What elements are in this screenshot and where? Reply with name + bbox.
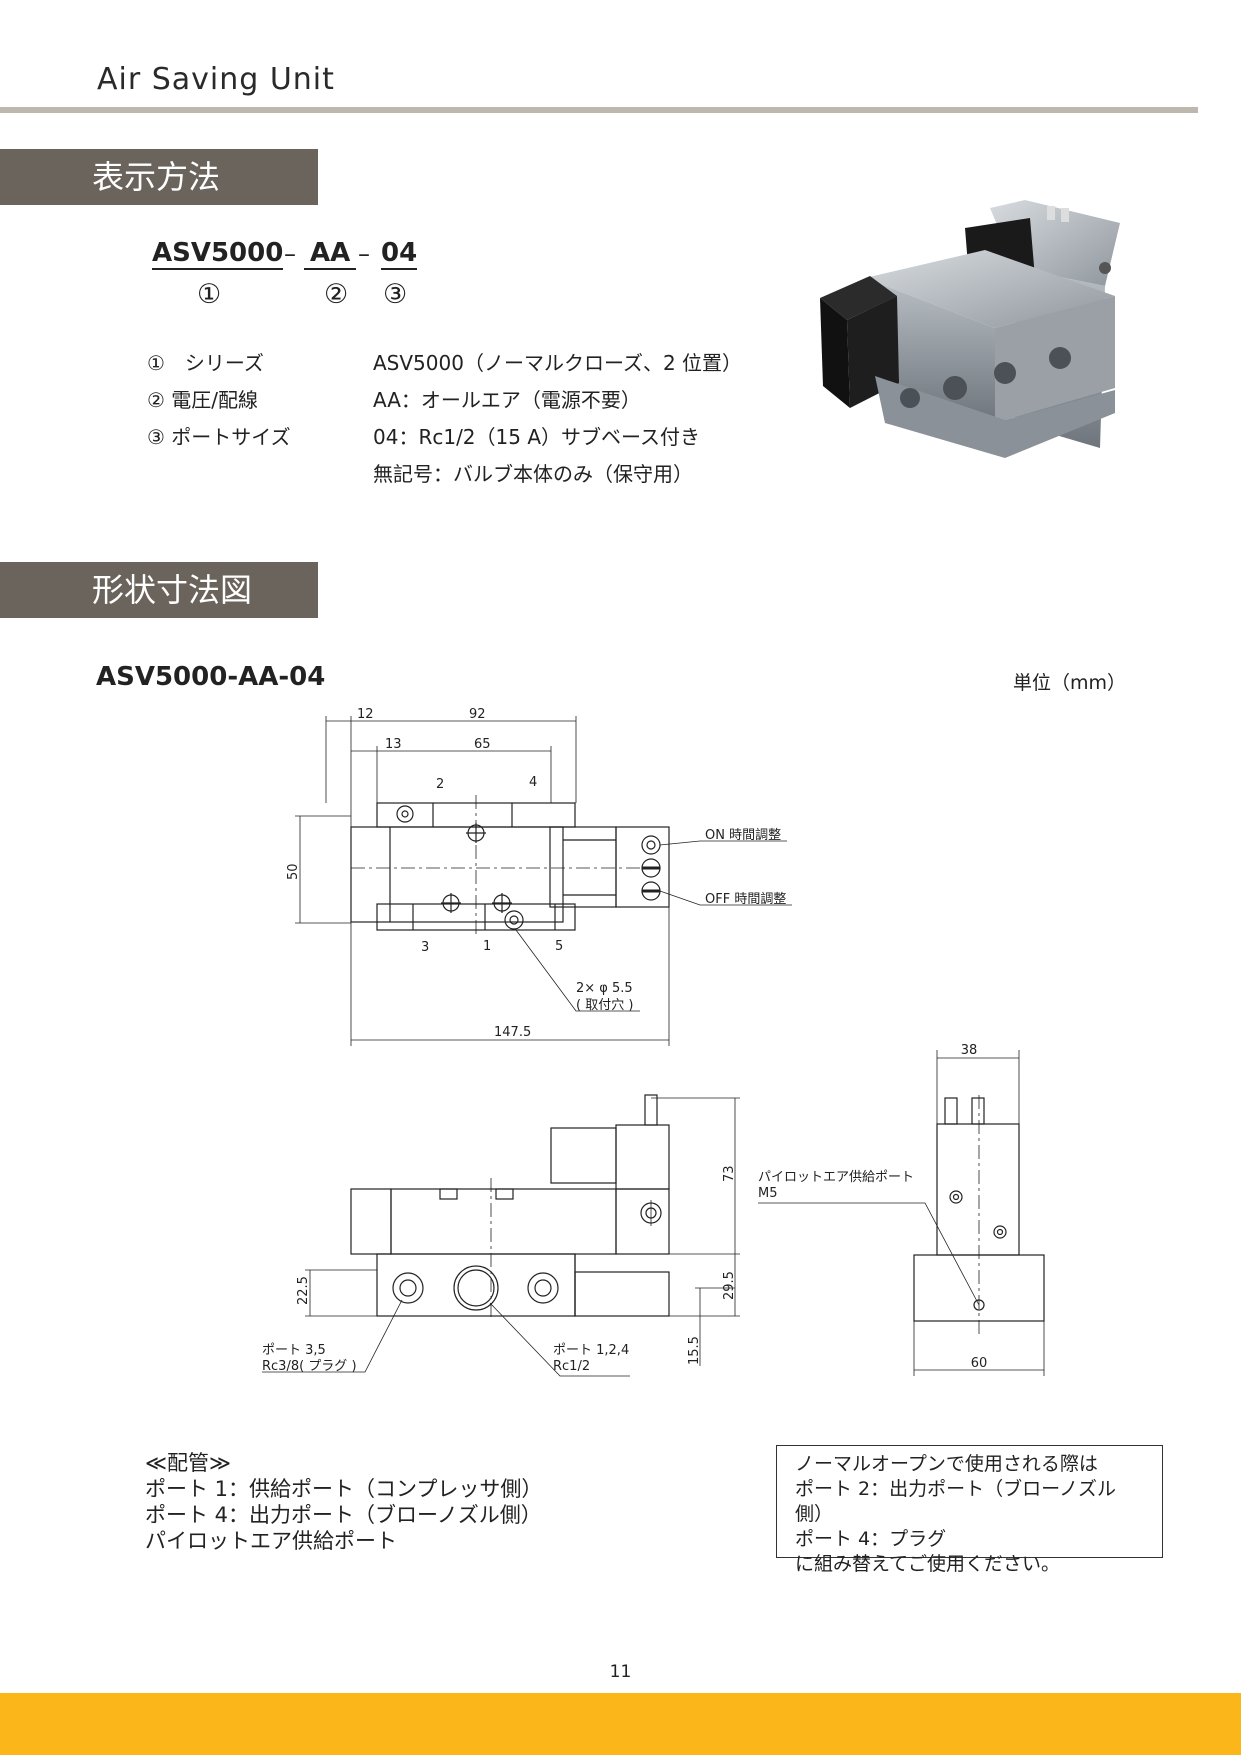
unit-label: 単位（mm） bbox=[1013, 672, 1127, 694]
code-series: ASV5000 bbox=[152, 238, 284, 270]
piping-line: パイロットエア供給ポート bbox=[145, 1529, 397, 1553]
dim-73: 73 bbox=[722, 1165, 737, 1182]
code-dash-2: – bbox=[358, 240, 370, 268]
callout-port-35: ポート 3,5 bbox=[262, 1343, 326, 1358]
dim-12: 12 bbox=[357, 707, 374, 722]
callout-pilot-size: M5 bbox=[758, 1186, 778, 1201]
item-value-series: ASV5000（ノーマルクローズ、2 位置） bbox=[373, 351, 743, 375]
callout-port-124: ポート 1,2,4 bbox=[553, 1343, 629, 1358]
item-label-port: ③ ポートサイズ bbox=[147, 425, 291, 449]
dim-60: 60 bbox=[971, 1356, 988, 1371]
dim-15-5: 15.5 bbox=[687, 1336, 702, 1365]
item-label-series: ① シリーズ bbox=[147, 351, 264, 375]
top-view bbox=[295, 716, 792, 1046]
dim-29-5: 29.5 bbox=[722, 1271, 737, 1300]
footer-bar bbox=[0, 1693, 1241, 1755]
callout-holes: 2× φ 5.5 bbox=[576, 981, 633, 996]
item-label-voltage: ② 電圧/配線 bbox=[147, 388, 259, 412]
port-label-3: 3 bbox=[421, 940, 429, 955]
front-view bbox=[262, 1094, 740, 1377]
callout-on-time: ON 時間調整 bbox=[705, 828, 781, 843]
code-marker-2: ② bbox=[324, 279, 349, 310]
dim-22-5: 22.5 bbox=[296, 1276, 311, 1305]
callout-pilot: パイロットエア供給ポート bbox=[758, 1170, 914, 1185]
product-photo bbox=[820, 200, 1120, 458]
code-voltage: AA bbox=[304, 238, 357, 270]
side-view bbox=[758, 1050, 1045, 1376]
callout-port-35-size: Rc3/8( プラグ ) bbox=[262, 1359, 357, 1374]
piping-line: ポート 4：出力ポート（ブローノズル側） bbox=[145, 1503, 542, 1527]
dim-50: 50 bbox=[286, 863, 301, 880]
item-value-port-1: 04：Rc1/2（15 A）サブベース付き bbox=[373, 425, 701, 449]
note-line: ポート 4：プラグ bbox=[795, 1528, 947, 1550]
dim-13: 13 bbox=[385, 737, 402, 752]
item-value-port-2: 無記号：バルブ本体のみ（保守用） bbox=[373, 462, 693, 486]
port-label-2: 2 bbox=[436, 777, 444, 792]
dim-147-5: 147.5 bbox=[494, 1025, 531, 1040]
code-marker-1: ① bbox=[197, 279, 222, 310]
note-line: ポート 2：出力ポート（ブローノズル側） bbox=[795, 1478, 1116, 1525]
code-port: 04 bbox=[381, 238, 418, 270]
drawing-title: ASV5000-AA-04 bbox=[96, 662, 326, 692]
dim-65: 65 bbox=[474, 737, 491, 752]
callout-off-time: OFF 時間調整 bbox=[705, 892, 786, 907]
piping-notes: ≪配管≫ ポート 1：供給ポート（コンプレッサ側） ポート 4：出力ポート（ブロ… bbox=[145, 1450, 542, 1554]
item-value-voltage: AA：オールエア（電源不要） bbox=[373, 388, 641, 412]
piping-line: ポート 1：供給ポート（コンプレッサ側） bbox=[145, 1477, 543, 1501]
note-line: ノーマルオープンで使用される際は bbox=[795, 1453, 1098, 1475]
callout-holes-note: ( 取付穴 ) bbox=[576, 998, 633, 1013]
port-label-5: 5 bbox=[555, 939, 563, 954]
dim-92: 92 bbox=[469, 707, 486, 722]
code-dash-1: – bbox=[284, 240, 296, 268]
header-rule bbox=[0, 107, 1198, 113]
dim-38: 38 bbox=[961, 1043, 978, 1058]
note-line: に組み替えてご使用ください。 bbox=[795, 1553, 1061, 1575]
normally-open-note: ノーマルオープンで使用される際は ポート 2：出力ポート（ブローノズル側） ポー… bbox=[776, 1445, 1163, 1575]
section-title-notation: 表示方法 bbox=[0, 149, 318, 205]
page-number: 11 bbox=[609, 1662, 632, 1682]
piping-heading: ≪配管≫ bbox=[145, 1451, 231, 1475]
port-label-1: 1 bbox=[483, 939, 491, 954]
page-header-title: Air Saving Unit bbox=[97, 62, 335, 97]
section-title-dimensions: 形状寸法図 bbox=[0, 562, 318, 618]
code-marker-3: ③ bbox=[383, 279, 408, 310]
callout-port-124-size: Rc1/2 bbox=[553, 1359, 590, 1374]
port-label-4: 4 bbox=[529, 775, 537, 790]
